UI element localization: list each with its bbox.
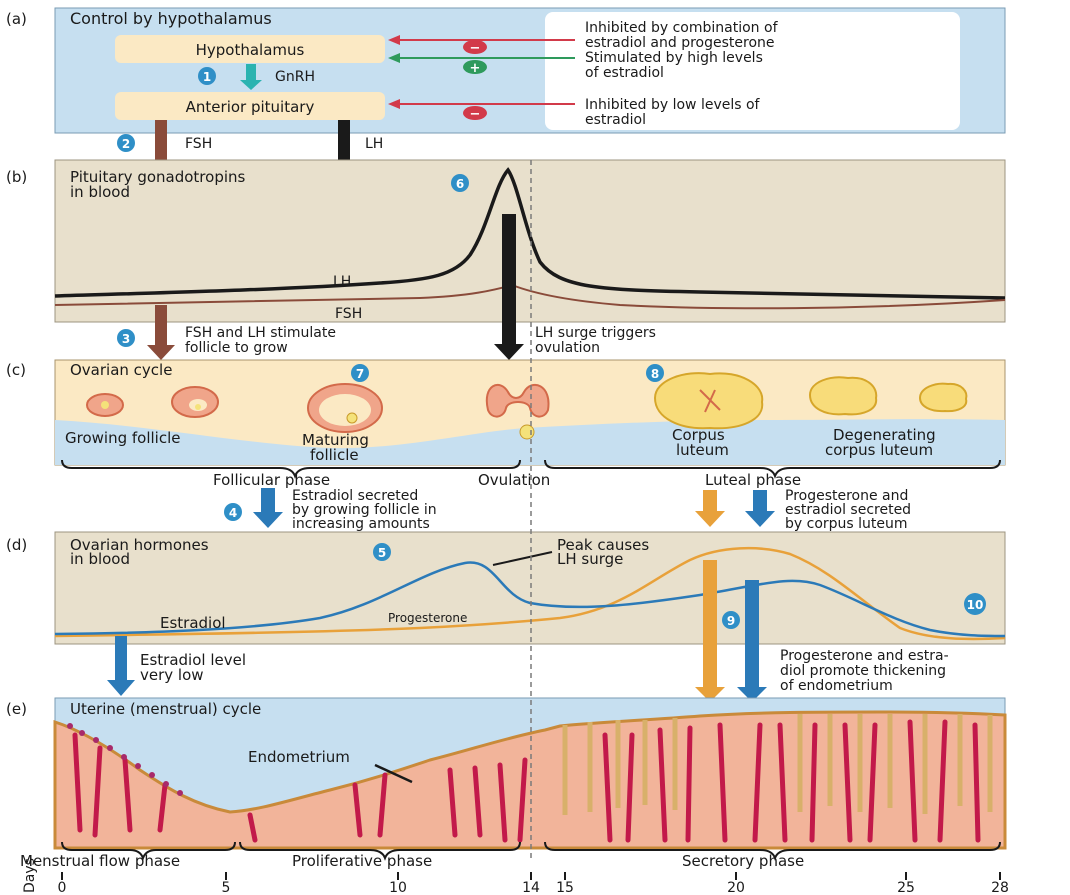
step-5-number: 5 — [378, 546, 386, 560]
day-tick-label: 10 — [389, 880, 407, 895]
step-10-number: 10 — [967, 598, 984, 612]
lh-arrow-top — [338, 120, 350, 160]
step-3-number: 3 — [122, 332, 130, 346]
oocyte-3 — [347, 413, 357, 423]
note-inhibit-combo-line1: Inhibited by combination of — [585, 20, 779, 36]
progesterone-note-line3: by corpus luteum — [785, 516, 908, 532]
lh-label-top: LH — [365, 136, 383, 152]
thickening-note-line1: Progesterone and estra- — [780, 648, 949, 664]
panel-b-title-line2: in blood — [70, 183, 130, 201]
fsh-lh-note-line1: FSH and LH stimulate — [185, 325, 336, 341]
step-9-number: 9 — [727, 614, 735, 628]
thickening-note-line3: of endometrium — [780, 678, 893, 694]
degenerating-label-line2: corpus luteum — [825, 441, 933, 459]
day-tick-label: 20 — [727, 880, 745, 895]
low-estradiol-arrow-head — [107, 680, 135, 696]
panel-b-letter: (b) — [6, 168, 27, 186]
panel-e-title: Uterine (menstrual) cycle — [70, 700, 261, 718]
lh-surge-note-line1: LH surge triggers — [535, 325, 656, 341]
step-7-number: 7 — [356, 367, 364, 381]
step-8-number: 8 — [651, 367, 659, 381]
panel-a-title: Control by hypothalamus — [70, 9, 272, 28]
panel-c-title: Ovarian cycle — [70, 361, 172, 379]
panel-e-letter: (e) — [6, 700, 27, 718]
note-inhibit-combo-line2: estradiol and progesterone — [585, 35, 775, 51]
note-stimulate-line2: of estradiol — [585, 65, 664, 81]
endometrium-label: Endometrium — [248, 748, 350, 766]
degenerating-corpus-luteum-2 — [920, 384, 966, 412]
anterior-pituitary-label: Anterior pituitary — [186, 98, 315, 116]
gnrh-arrow-shaft — [246, 64, 256, 80]
step-2-number: 2 — [122, 137, 130, 151]
fsh-label-top: FSH — [185, 136, 212, 152]
day-tick-label: 25 — [897, 880, 915, 895]
minus-sign-1: − — [470, 41, 481, 56]
thickening-note-line2: diol promote thickening — [780, 663, 946, 679]
day-tick-label: 5 — [222, 880, 231, 895]
fsh-arrow-top — [155, 120, 167, 160]
day-axis: 0 5 10 14 15 20 25 28 — [58, 872, 1009, 895]
proliferative-phase-label: Proliferative phase — [292, 852, 432, 870]
released-oocyte — [520, 425, 534, 439]
degenerating-corpus-luteum-1 — [810, 377, 876, 414]
luteal-estradiol-arrow-shaft — [753, 490, 767, 512]
progesterone-curve-label: Progesterone — [388, 611, 467, 625]
corpus-luteum-label-line2: luteum — [676, 441, 729, 459]
follicular-phase-label: Follicular phase — [213, 471, 330, 489]
menstrual-phase-label: Menstrual flow phase — [20, 852, 180, 870]
fsh-stimulate-arrow-head — [147, 345, 175, 360]
estradiol-secretion-arrow-shaft — [261, 488, 275, 513]
day-tick-label: 15 — [556, 880, 574, 895]
low-estradiol-arrow-shaft — [115, 636, 127, 681]
step-1-number: 1 — [203, 70, 211, 84]
note-stimulate-line1: Stimulated by high levels — [585, 50, 763, 66]
fsh-stimulate-arrow-shaft — [155, 305, 167, 345]
estradiol-secretion-arrow-head — [253, 512, 283, 528]
lh-surge-arrow-shaft — [502, 214, 516, 344]
gnrh-label: GnRH — [275, 69, 315, 85]
day-tick-label: 14 — [522, 880, 540, 895]
maturing-follicle-label-line2: follicle — [310, 446, 359, 464]
oocyte-2 — [195, 404, 201, 410]
panel-d-letter: (d) — [6, 536, 27, 554]
estradiol-curve-label: Estradiol — [160, 614, 226, 632]
step-4-number: 4 — [229, 506, 237, 520]
progesterone-secretion-arrow-shaft — [703, 490, 717, 512]
estradiol-thickening-arrow-shaft — [745, 580, 759, 688]
fsh-lh-note-line2: follicle to grow — [185, 340, 288, 356]
note-inhibit-low-line2: estradiol — [585, 112, 646, 128]
step-6-number: 6 — [456, 177, 464, 191]
fsh-curve-label: FSH — [335, 306, 362, 322]
secretory-phase-label: Secretory phase — [682, 852, 804, 870]
panel-c-letter: (c) — [6, 361, 26, 379]
panel-d-title-line2: in blood — [70, 550, 130, 568]
growing-follicle-label: Growing follicle — [65, 429, 180, 447]
low-estradiol-note-line2: very low — [140, 666, 204, 684]
oocyte-1 — [101, 401, 109, 409]
day-tick-label: 0 — [58, 880, 67, 895]
follicle-antrum-3 — [319, 394, 371, 426]
days-axis-label: Days — [22, 858, 38, 893]
hypothalamus-label: Hypothalamus — [196, 41, 305, 59]
corpus-luteum — [655, 373, 762, 428]
progesterone-secretion-arrow-head — [695, 511, 725, 527]
plus-sign: + — [470, 61, 481, 76]
luteal-phase-label: Luteal phase — [705, 471, 801, 489]
lh-surge-note-line2: ovulation — [535, 340, 600, 356]
lh-surge-arrow-head — [494, 344, 524, 360]
panel-a-letter: (a) — [6, 10, 27, 28]
minus-sign-2: − — [470, 107, 481, 122]
ovulation-label: Ovulation — [478, 471, 550, 489]
note-inhibit-low-line1: Inhibited by low levels of — [585, 97, 761, 113]
peak-note-line2: LH surge — [557, 550, 623, 568]
luteal-estradiol-arrow-head — [745, 511, 775, 527]
progesterone-thickening-arrow-shaft — [703, 560, 717, 688]
lh-curve-label: LH — [333, 274, 351, 290]
estradiol-note-line3: increasing amounts — [292, 516, 430, 532]
day-tick-label: 28 — [991, 880, 1009, 895]
